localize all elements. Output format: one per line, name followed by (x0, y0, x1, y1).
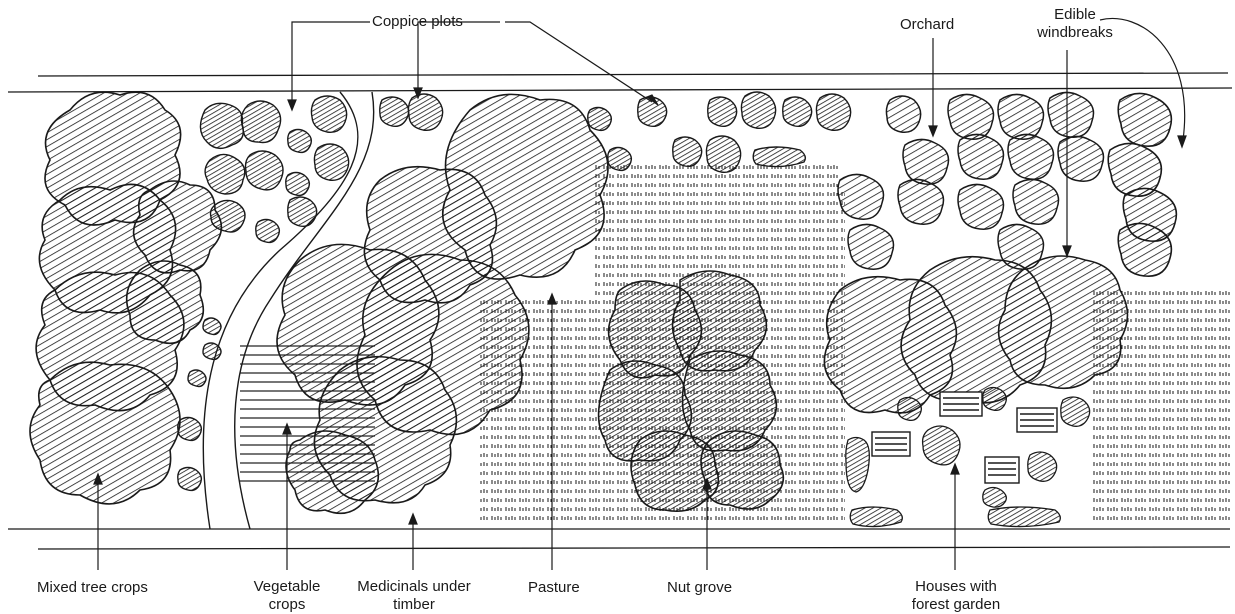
label-nut-grove: Nut grove (667, 579, 732, 597)
label-coppice-plots: Coppice plots (372, 13, 463, 31)
orchard-canopies (838, 92, 1104, 269)
label-vegetable-crops: Vegetable crops (237, 578, 337, 614)
label-orchard: Orchard (900, 16, 954, 34)
label-edible-windbreaks: Edible windbreaks (1030, 6, 1120, 42)
mixed-tree-crops-canopies (30, 92, 221, 504)
label-houses-with-forest-garden: Houses with forest garden (895, 578, 1017, 614)
label-mixed-tree-crops: Mixed tree crops (37, 579, 148, 597)
label-pasture: Pasture (528, 579, 580, 597)
label-medicinals-under-timber: Medicinals under timber (355, 578, 473, 614)
